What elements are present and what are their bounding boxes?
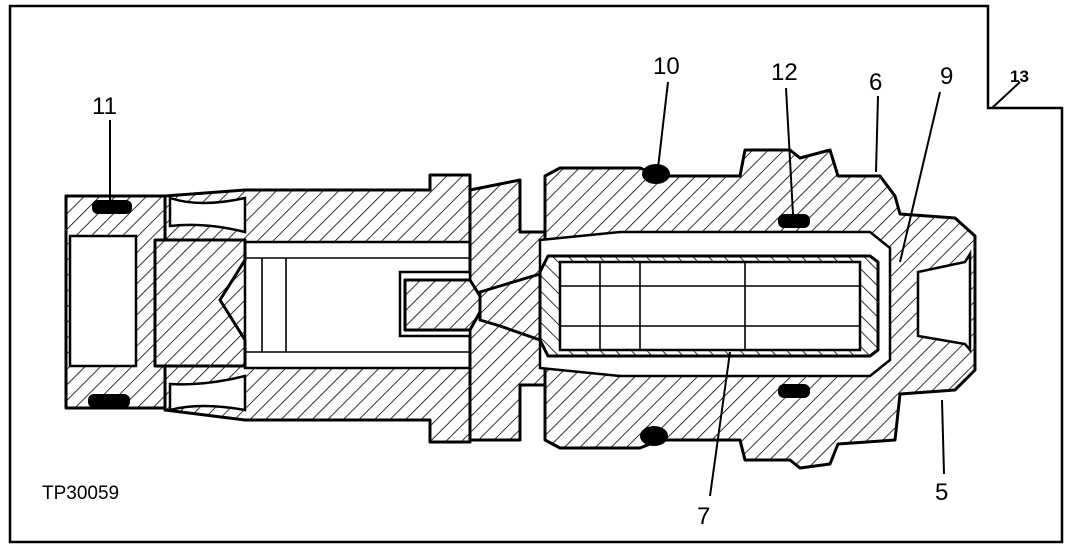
seal-10-top bbox=[642, 164, 670, 184]
figure-id-label: TP30059 bbox=[42, 483, 119, 504]
left-end-cap bbox=[64, 194, 172, 410]
seal-11-top bbox=[92, 200, 132, 214]
callout-11: 11 bbox=[92, 93, 117, 120]
valve-housing-right bbox=[478, 148, 977, 470]
callout-13: 13 bbox=[1010, 67, 1029, 86]
callout-5: 5 bbox=[935, 479, 948, 506]
callout-7: 7 bbox=[697, 503, 710, 530]
callout-12: 12 bbox=[771, 59, 798, 86]
seal-12-top bbox=[778, 214, 810, 228]
callout-6: 6 bbox=[869, 69, 882, 96]
figure-frame bbox=[8, 4, 1064, 544]
seal-11-bottom bbox=[88, 394, 130, 408]
seal-10-bottom bbox=[640, 426, 668, 446]
seal-12-bottom bbox=[778, 384, 810, 398]
leader-lines bbox=[109, 81, 1021, 497]
callout-9: 9 bbox=[940, 63, 953, 90]
callout-10: 10 bbox=[653, 53, 680, 80]
